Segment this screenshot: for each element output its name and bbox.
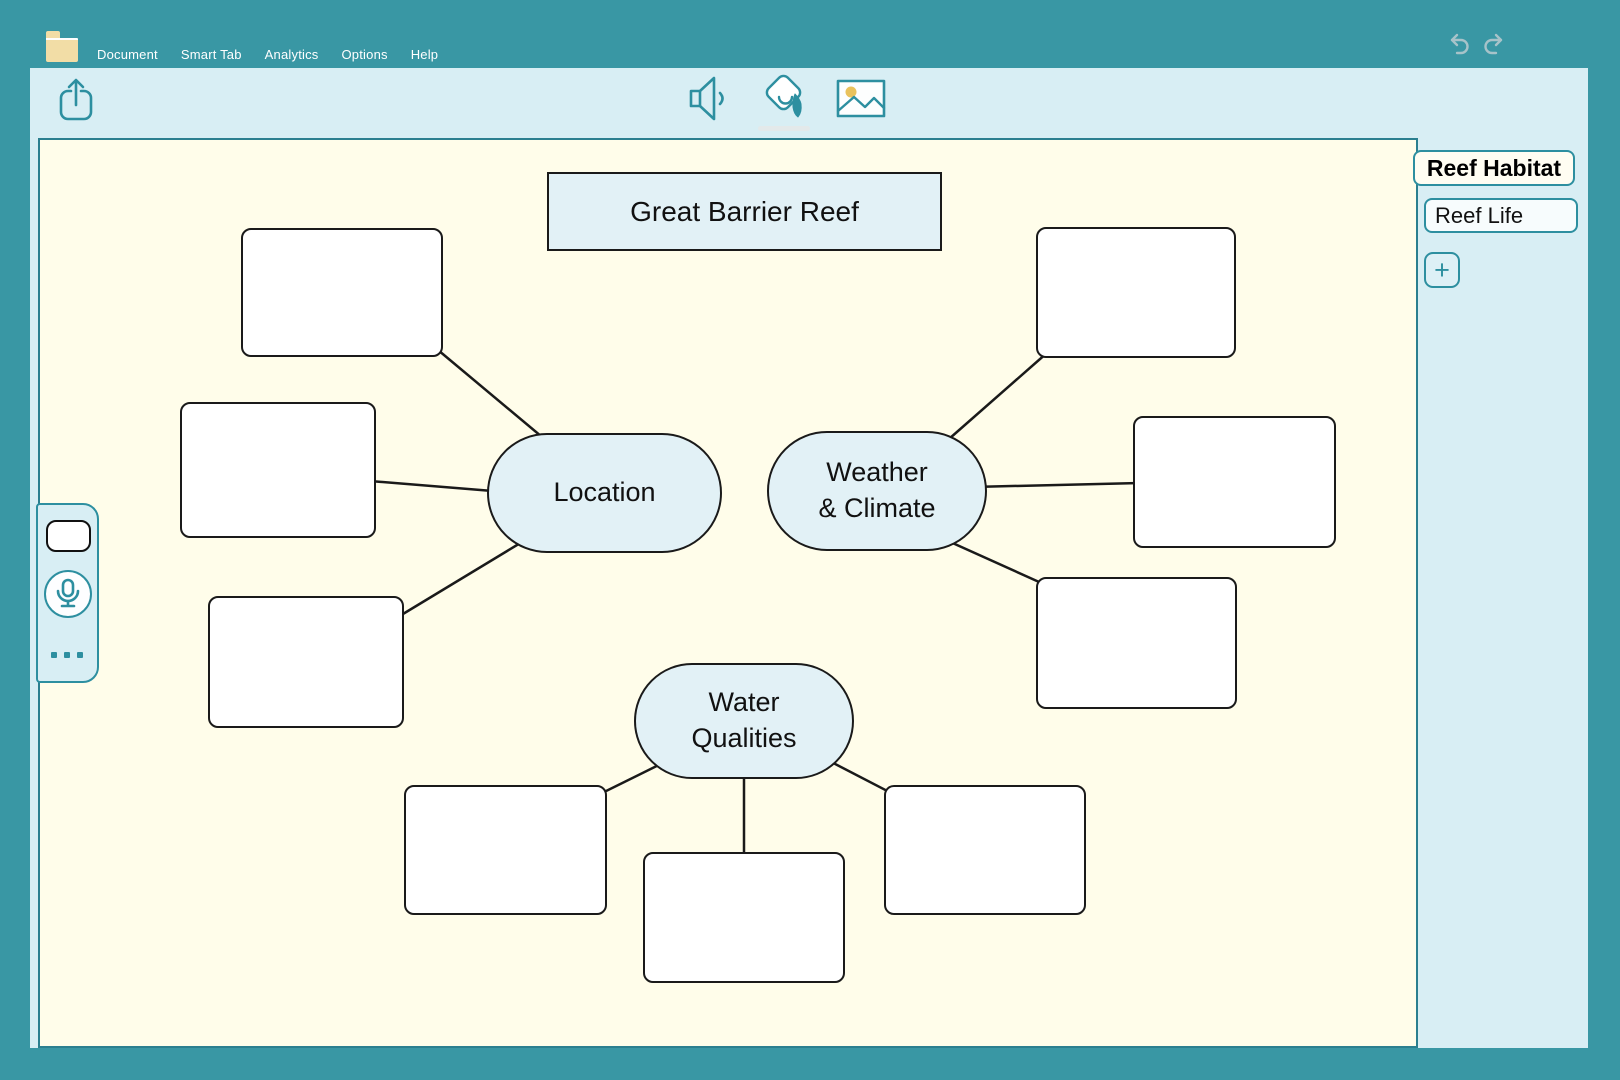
empty-concept-box-2[interactable] — [180, 402, 376, 538]
sidebar-title-label: Reef Habitat — [1426, 154, 1562, 181]
main-idea-water-qualities[interactable]: Water Qualities — [634, 663, 854, 779]
blank-swatch-button[interactable] — [46, 520, 91, 552]
diagram-canvas[interactable]: Great Barrier Reef Location Weather & Cl… — [38, 138, 1418, 1048]
undo-arrow-icon[interactable] — [1445, 31, 1472, 58]
microphone-button[interactable] — [44, 570, 92, 618]
empty-concept-box-8[interactable] — [643, 852, 845, 983]
microphone-icon — [56, 578, 80, 608]
menu-bar: Document Smart Tab Analytics Options Hel… — [0, 0, 1620, 68]
weather-label-line1: Weather — [826, 457, 928, 488]
paint-bucket-icon[interactable] — [757, 70, 811, 126]
weather-label-line2: & Climate — [818, 493, 936, 523]
empty-concept-box-9[interactable] — [884, 785, 1086, 915]
water-label-line2: Qualities — [691, 723, 797, 753]
sidebar-text-input[interactable] — [1424, 198, 1578, 233]
empty-concept-box-6[interactable] — [1036, 577, 1237, 709]
title-node-label: Great Barrier Reef — [630, 195, 859, 227]
location-label: Location — [553, 477, 656, 508]
add-button[interactable]: + — [1424, 252, 1460, 288]
insert-image-icon[interactable] — [836, 79, 886, 119]
redo-arrow-icon[interactable] — [1481, 31, 1508, 58]
connector-lines — [369, 349, 1141, 860]
menu-item-analytics[interactable]: Analytics — [264, 47, 319, 62]
folder-icon-tab — [46, 31, 60, 38]
menu-items: Document Smart Tab Analytics Options Hel… — [97, 47, 438, 62]
speaker-audio-icon[interactable] — [686, 74, 730, 124]
menu-item-options[interactable]: Options — [341, 47, 388, 62]
more-options-icon[interactable] — [51, 652, 83, 658]
folder-icon[interactable] — [46, 31, 78, 62]
empty-concept-box-1[interactable] — [241, 228, 443, 357]
empty-concept-box-4[interactable] — [1036, 227, 1236, 358]
empty-concept-box-5[interactable] — [1133, 416, 1336, 548]
menu-item-document[interactable]: Document — [97, 47, 158, 62]
main-idea-weather-climate[interactable]: Weather & Climate — [767, 431, 987, 551]
selected-tool-underline — [758, 126, 810, 131]
floating-tool-panel — [36, 503, 99, 683]
water-label-line1: Water — [708, 687, 780, 718]
title-node[interactable]: Great Barrier Reef — [547, 172, 942, 251]
main-idea-location[interactable]: Location — [487, 433, 722, 553]
share-export-icon[interactable] — [57, 76, 95, 122]
menu-item-smart-tab[interactable]: Smart Tab — [180, 47, 242, 62]
menu-item-help[interactable]: Help — [410, 47, 439, 62]
sidebar-title-tab: Reef Habitat — [1413, 150, 1575, 186]
plus-icon: + — [1434, 255, 1450, 285]
folder-icon-body — [46, 38, 78, 62]
undo-redo-group — [1445, 31, 1508, 58]
empty-concept-box-3[interactable] — [208, 596, 404, 728]
empty-concept-box-7[interactable] — [404, 785, 607, 915]
